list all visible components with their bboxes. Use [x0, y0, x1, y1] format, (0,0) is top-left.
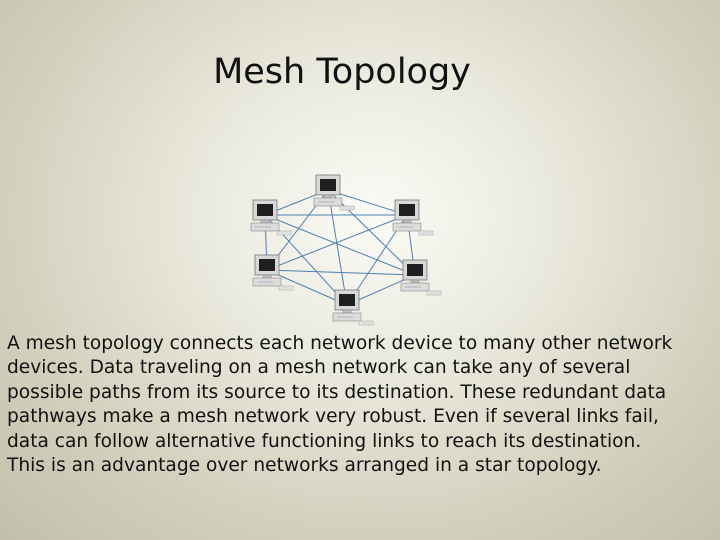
body-line: possible paths from its source to its de…	[7, 381, 667, 403]
computer-node-top-right	[392, 199, 434, 236]
body-line: data can follow alternative functioning …	[7, 430, 642, 452]
mesh-topology-diagram	[250, 174, 442, 326]
slide-title: Mesh Topology	[213, 52, 471, 92]
computer-node-right	[400, 259, 442, 296]
body-line: This is an advantage over networks arran…	[7, 455, 602, 477]
slide-body-text: A mesh topology connects each network de…	[7, 332, 717, 478]
computer-node-top	[313, 174, 355, 211]
computer-node-bottom	[332, 289, 374, 326]
body-line: pathways make a mesh network very robust…	[7, 406, 659, 428]
body-line: A mesh topology connects each network de…	[7, 333, 673, 354]
computer-node-top-left	[250, 199, 292, 236]
body-line: devices. Data traveling on a mesh networ…	[7, 357, 631, 379]
computer-node-left	[252, 254, 294, 291]
